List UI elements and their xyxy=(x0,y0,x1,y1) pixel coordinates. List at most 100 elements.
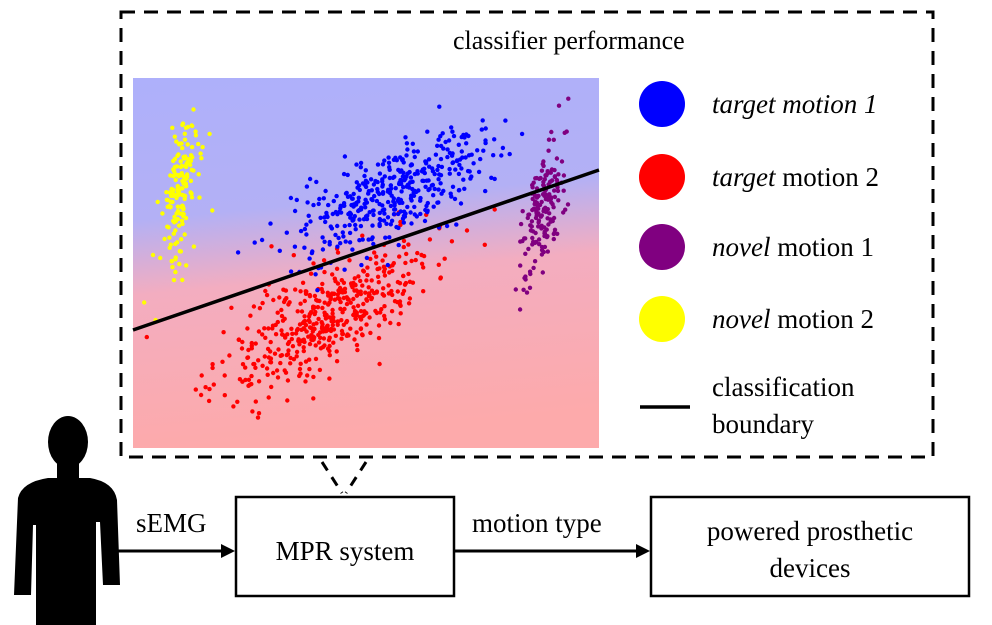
target-motion-1-point xyxy=(519,131,525,137)
target-motion-1-point xyxy=(424,203,429,209)
target-motion-2-point xyxy=(272,351,278,356)
target-motion-1-point xyxy=(358,160,364,166)
target-motion-1-point xyxy=(404,141,410,146)
target-motion-1-point xyxy=(402,214,408,219)
target-motion-1-point xyxy=(386,187,391,192)
target-motion-2-point xyxy=(278,353,283,358)
target-motion-2-point xyxy=(386,283,391,288)
target-motion-2-point xyxy=(415,250,420,256)
target-motion-2-point xyxy=(406,242,411,247)
target-motion-1-point xyxy=(431,193,436,198)
target-motion-1-point xyxy=(437,172,442,177)
zoom-connector xyxy=(320,461,368,494)
target-motion-2-point xyxy=(330,311,335,316)
target-motion-1-point xyxy=(431,204,436,209)
target-motion-1-point xyxy=(356,199,361,204)
target-motion-2-point xyxy=(358,326,364,331)
target-motion-1-point xyxy=(396,242,401,248)
target-motion-1-point xyxy=(437,104,442,109)
target-motion-2-point xyxy=(253,399,258,404)
target-motion-1-point xyxy=(334,193,339,199)
target-motion-2-point xyxy=(256,379,262,384)
target-motion-1-point xyxy=(408,196,414,201)
target-motion-1-point xyxy=(405,147,410,152)
novel-motion-1-point xyxy=(538,175,543,181)
target-motion-1-point xyxy=(480,118,485,123)
target-motion-2-point xyxy=(221,330,226,335)
novel-motion-1-point xyxy=(539,252,545,257)
novel-motion-1-point xyxy=(547,192,552,197)
target-motion-1-point xyxy=(327,239,332,245)
target-motion-2-point xyxy=(330,322,335,328)
target-motion-2-point xyxy=(340,290,345,295)
target-motion-1-point xyxy=(364,255,370,261)
novel-motion-2-point xyxy=(176,152,181,157)
target-motion-2-point xyxy=(281,299,287,305)
target-motion-2-point xyxy=(297,322,303,327)
target-motion-2-point xyxy=(328,297,333,302)
target-motion-1-point xyxy=(357,238,362,243)
target-motion-2-point xyxy=(372,250,377,255)
target-motion-1-point xyxy=(390,175,396,180)
target-motion-2-point xyxy=(303,291,309,296)
target-motion-1-point xyxy=(370,197,375,203)
target-motion-1-point xyxy=(342,154,348,159)
target-motion-2-point xyxy=(144,334,149,340)
novel-motion-1-point xyxy=(552,174,558,179)
target-motion-2-point xyxy=(274,368,280,373)
novel-motion-2-point xyxy=(175,188,180,194)
target-motion-1-point xyxy=(399,189,404,194)
target-motion-2-point xyxy=(321,336,327,341)
target-motion-2-point xyxy=(288,355,293,361)
target-motion-1-point xyxy=(462,186,467,191)
target-motion-2-point xyxy=(419,261,425,266)
target-motion-2-point xyxy=(421,265,426,270)
target-motion-2-point xyxy=(256,358,261,363)
novel-motion-2-point xyxy=(177,211,183,216)
target-motion-2-point xyxy=(260,332,265,337)
novel-motion-2-point xyxy=(172,134,177,139)
target-motion-2-point xyxy=(390,268,395,274)
target-motion-2-point xyxy=(327,353,332,358)
novel-motion-1-point xyxy=(555,231,560,236)
target-motion-1-point xyxy=(418,211,423,217)
target-motion-2-point xyxy=(367,315,372,320)
target-motion-1-point xyxy=(475,148,480,153)
target-motion-1-point xyxy=(421,178,426,184)
target-motion-2-point xyxy=(302,298,307,304)
target-motion-1-point xyxy=(381,218,387,223)
target-motion-2-point xyxy=(340,331,346,337)
target-motion-1-point xyxy=(326,202,331,208)
target-motion-1-point xyxy=(483,140,488,146)
target-motion-2-point xyxy=(344,301,350,307)
target-motion-2-point xyxy=(335,292,340,297)
target-motion-2-point xyxy=(346,333,351,338)
target-motion-2-point xyxy=(377,361,382,367)
novel-motion-1-point xyxy=(545,207,550,212)
target-motion-1-point xyxy=(367,210,372,215)
novel-motion-2-point xyxy=(162,236,167,242)
novel-motion-2-point xyxy=(167,245,172,250)
target-motion-2-point xyxy=(203,385,208,390)
target-motion-1-point xyxy=(252,240,257,245)
target-motion-2-point xyxy=(349,282,355,287)
target-motion-2-point xyxy=(299,309,305,314)
target-motion-1-point xyxy=(401,185,406,190)
target-motion-1-point xyxy=(389,218,395,223)
target-motion-2-point xyxy=(301,345,306,350)
target-motion-1-point xyxy=(446,138,452,143)
target-motion-2-point xyxy=(339,336,344,341)
target-motion-1-point xyxy=(288,195,294,201)
target-motion-2-point xyxy=(262,354,267,359)
target-motion-2-point xyxy=(248,313,253,318)
novel-motion-1-point xyxy=(541,191,546,197)
target-motion-1-point xyxy=(492,137,497,142)
target-motion-1-point xyxy=(333,232,338,238)
novel-motion-1-point xyxy=(562,130,567,135)
target-motion-2-point xyxy=(277,295,282,300)
target-motion-2-point xyxy=(375,274,381,279)
novel-motion-2-point xyxy=(193,129,198,134)
target-motion-1-point xyxy=(468,176,473,181)
target-motion-1-point xyxy=(311,202,316,208)
target-motion-2-point xyxy=(263,335,268,340)
